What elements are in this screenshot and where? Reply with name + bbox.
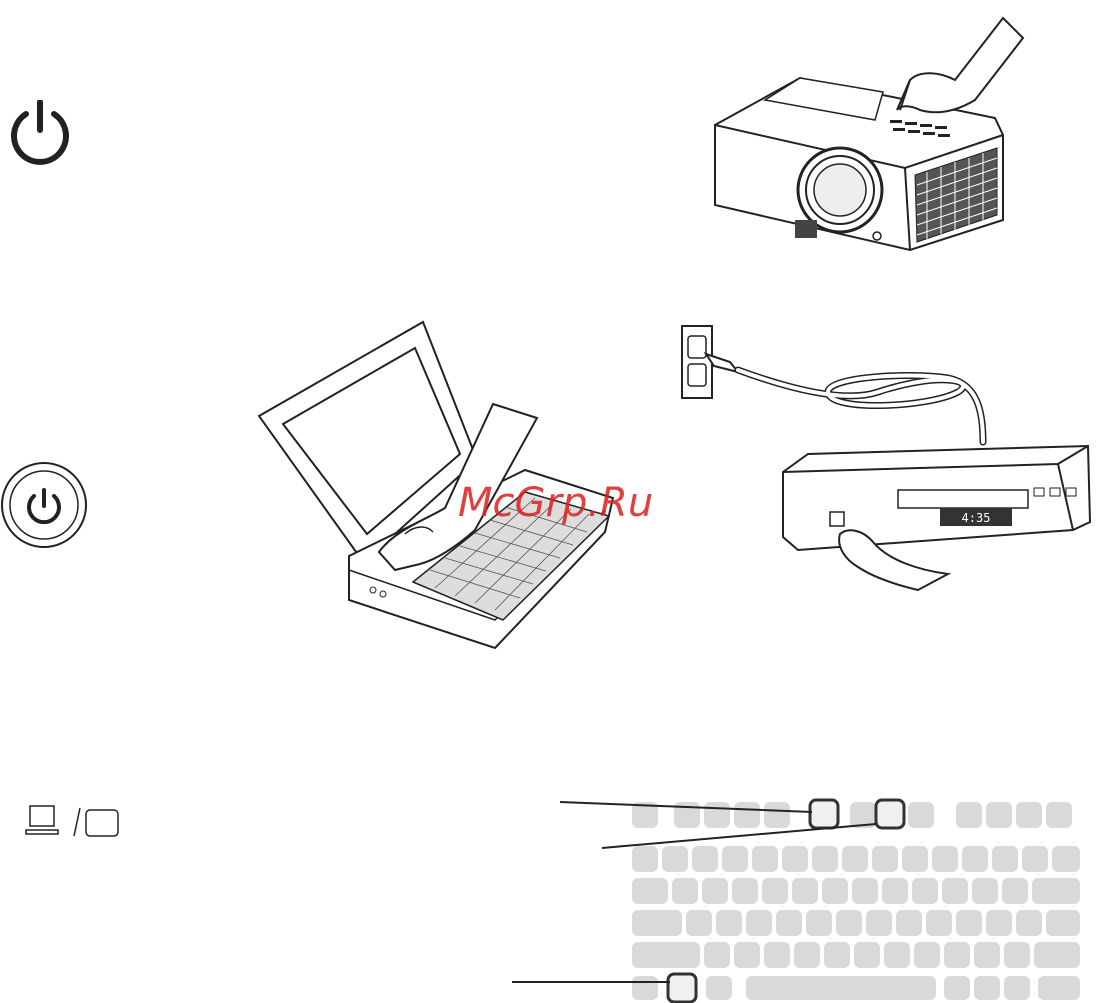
- watermark: McGrp.Ru: [458, 480, 653, 526]
- key: [764, 942, 790, 968]
- key: [762, 878, 788, 904]
- key: [704, 942, 730, 968]
- key-function-row: [704, 802, 730, 828]
- key: [1034, 942, 1080, 968]
- key: [944, 942, 970, 968]
- key: [882, 878, 908, 904]
- power-button-icon: [0, 460, 90, 550]
- key: [706, 976, 732, 1000]
- key: [1052, 846, 1080, 872]
- key: [884, 942, 910, 968]
- key: [926, 910, 952, 936]
- key: [866, 910, 892, 936]
- key: [1022, 846, 1048, 872]
- key: [632, 846, 658, 872]
- key-function-row: [764, 802, 790, 828]
- keyboard-keys-callout-illustration: [510, 790, 1104, 1003]
- device-clock-display: 4:35: [962, 511, 991, 525]
- key-function-row: [734, 802, 760, 828]
- key-function-row: [956, 802, 982, 828]
- key: [942, 878, 968, 904]
- power-outlet-and-device-illustration: 4:35: [678, 322, 1098, 592]
- key-function-row: [986, 802, 1012, 828]
- key-function-row: [1016, 802, 1042, 828]
- key: [852, 878, 878, 904]
- key-spacebar: [746, 976, 936, 1000]
- key: [962, 846, 988, 872]
- key: [632, 910, 682, 936]
- key: [806, 910, 832, 936]
- key: [734, 942, 760, 968]
- power-icon: [8, 100, 72, 172]
- key: [1004, 976, 1030, 1000]
- key: [632, 942, 700, 968]
- key: [792, 878, 818, 904]
- key: [872, 846, 898, 872]
- key: [794, 942, 820, 968]
- key: [932, 846, 958, 872]
- key: [902, 846, 928, 872]
- key-highlighted-fn-a: [810, 800, 838, 828]
- key: [986, 910, 1012, 936]
- key: [896, 910, 922, 936]
- key: [824, 942, 850, 968]
- key: [716, 910, 742, 936]
- key: [702, 878, 728, 904]
- key: [1032, 878, 1080, 904]
- key: [746, 910, 772, 936]
- key: [974, 976, 1000, 1000]
- key: [812, 846, 838, 872]
- key: [944, 976, 970, 1000]
- key: [974, 942, 1000, 968]
- key: [1004, 942, 1030, 968]
- key: [1016, 910, 1042, 936]
- projector-with-hand-illustration: [705, 10, 1025, 260]
- key: [842, 846, 868, 872]
- key: [752, 846, 778, 872]
- key: [822, 878, 848, 904]
- key: [854, 942, 880, 968]
- key-function-row: [908, 802, 934, 828]
- key: [662, 846, 688, 872]
- key: [672, 878, 698, 904]
- key: [956, 910, 982, 936]
- key-highlighted-fn-b: [876, 800, 904, 828]
- key-function-row: [1046, 802, 1072, 828]
- key: [836, 910, 862, 936]
- key: [912, 878, 938, 904]
- key: [782, 846, 808, 872]
- key: [732, 878, 758, 904]
- key: [1038, 976, 1080, 1000]
- key: [972, 878, 998, 904]
- key: [914, 942, 940, 968]
- key: [1002, 878, 1028, 904]
- key: [692, 846, 718, 872]
- key: [722, 846, 748, 872]
- key-highlighted-ctrl: [668, 974, 696, 1002]
- key: [992, 846, 1018, 872]
- key: [1046, 910, 1080, 936]
- key: [776, 910, 802, 936]
- laptop-monitor-toggle-icon: [24, 804, 124, 840]
- key: [632, 976, 658, 1000]
- key: [686, 910, 712, 936]
- key: [632, 878, 668, 904]
